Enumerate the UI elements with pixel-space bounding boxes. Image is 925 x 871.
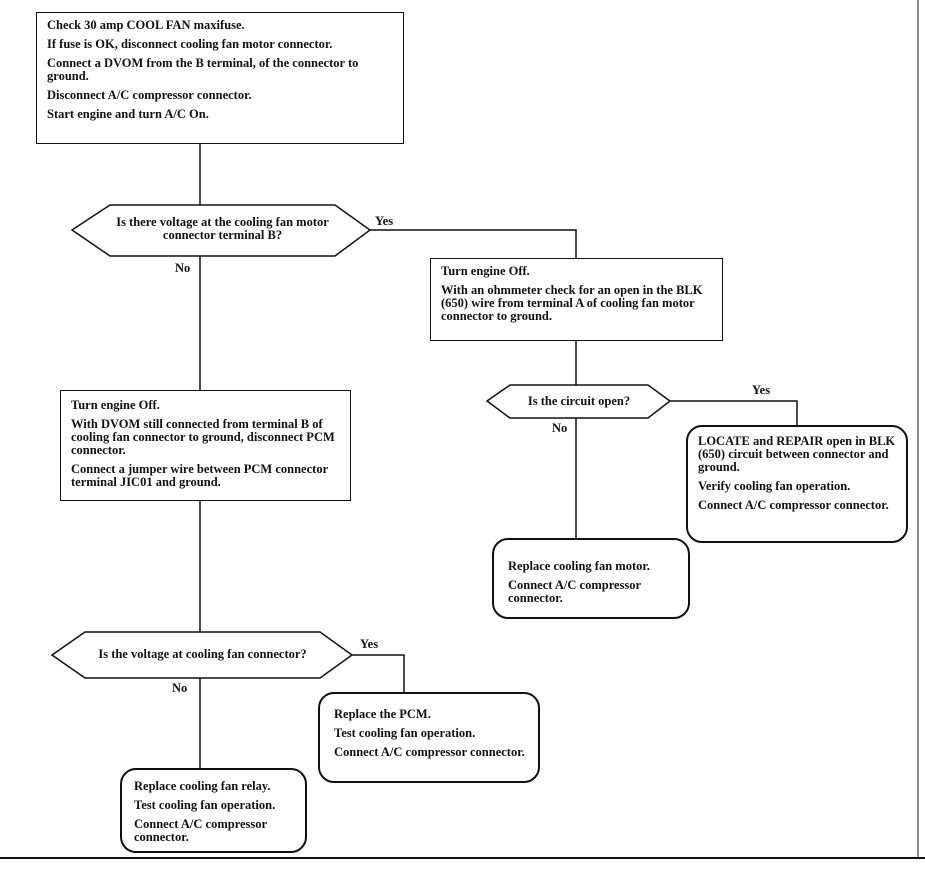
step-text: Replace the PCM. <box>334 707 431 721</box>
no-label: No <box>172 681 188 695</box>
connector-yes-2 <box>670 400 798 425</box>
step-text: LOCATE and REPAIR open in BLK (650) circ… <box>698 434 896 474</box>
no-label: No <box>175 261 191 275</box>
decision-3-question: Is the voltage at cooling fan connector? <box>98 647 307 661</box>
step-text: Check 30 amp COOL FAN maxifuse. <box>47 18 245 32</box>
step-text: Connect a jumper wire between PCM connec… <box>71 462 328 489</box>
step-text: Connect A/C compressor connector. <box>698 498 889 512</box>
step-text: Connect A/C compressor connector. <box>508 578 641 605</box>
step-text: With DVOM still connected from terminal … <box>71 417 335 457</box>
connector-yes-3 <box>352 654 405 692</box>
connector-yes-1 <box>370 229 577 258</box>
result-repair-box: LOCATE and REPAIR open in BLK (650) circ… <box>686 425 908 543</box>
decision-2-question: Is the circuit open? <box>527 394 631 408</box>
step-text: Start engine and turn A/C On. <box>47 107 209 121</box>
step-text: Turn engine Off. <box>441 264 530 278</box>
no-label: No <box>552 421 568 435</box>
no-box-1: Turn engine Off. With DVOM still connect… <box>60 390 351 501</box>
step-text: Test cooling fan operation. <box>134 798 276 812</box>
step-text: Disconnect A/C compressor connector. <box>47 88 252 102</box>
step-text: With an ohmmeter check for an open in th… <box>441 283 703 323</box>
yes-label: Yes <box>375 214 394 228</box>
step-text: Connect A/C compressor connector. <box>334 745 525 759</box>
decision-1-question: Is there voltage at the cooling fan moto… <box>116 215 329 242</box>
result-pcm-box: Replace the PCM. Test cooling fan operat… <box>318 692 540 783</box>
step-text: Verify cooling fan operation. <box>698 479 851 493</box>
step-text: Test cooling fan operation. <box>334 726 476 740</box>
step-text: If fuse is OK, disconnect cooling fan mo… <box>47 37 333 51</box>
yes-box-1: Turn engine Off. With an ohmmeter check … <box>430 258 723 341</box>
step-text: Turn engine Off. <box>71 398 160 412</box>
result-relay-box: Replace cooling fan relay. Test cooling … <box>120 768 307 853</box>
step-text: Replace cooling fan relay. <box>134 779 271 793</box>
yes-label: Yes <box>752 383 771 397</box>
step-text: Connect a DVOM from the B terminal, of t… <box>47 56 359 83</box>
step-text: Replace cooling fan motor. <box>508 559 650 573</box>
yes-label: Yes <box>360 637 379 651</box>
step-text: Connect A/C compressor connector. <box>134 817 267 844</box>
start-box: Check 30 amp COOL FAN maxifuse. If fuse … <box>36 12 404 144</box>
result-motor-box: Replace cooling fan motor. Connect A/C c… <box>492 538 690 619</box>
